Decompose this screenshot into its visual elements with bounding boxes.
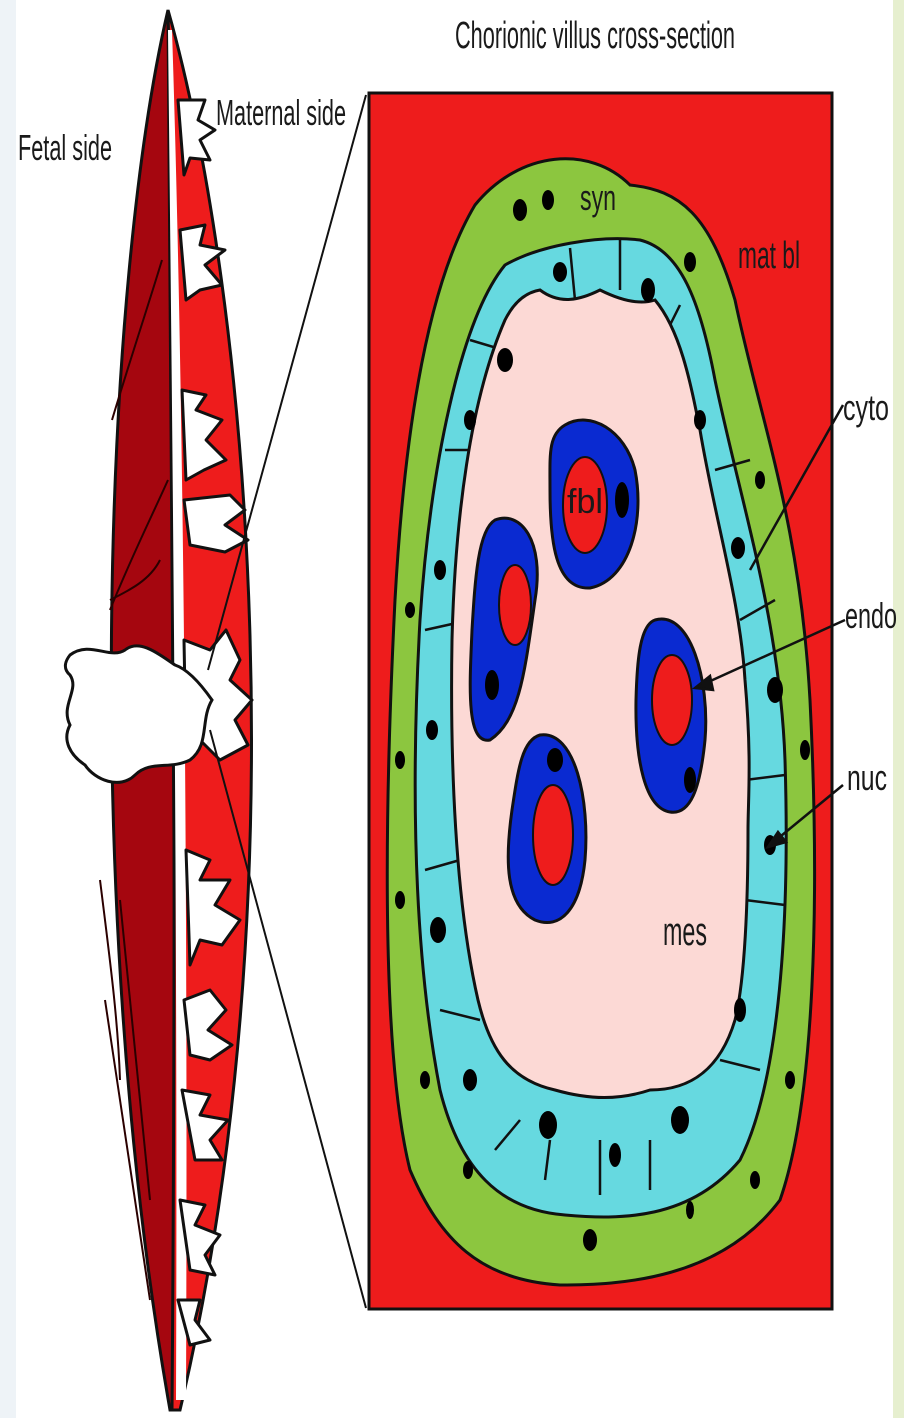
endo-label: endo xyxy=(845,595,897,636)
fetal-side-label: Fetal side xyxy=(18,127,112,168)
syn-label: syn xyxy=(580,177,616,218)
fbl-label: fbl xyxy=(567,483,603,521)
figure-title: Chorionic villus cross-section xyxy=(455,15,735,57)
mat-bl-label: mat bl xyxy=(738,235,800,277)
maternal-side-label: Maternal side xyxy=(216,92,346,133)
capillary-bottom xyxy=(508,735,586,923)
cyto-label: cyto xyxy=(843,387,889,428)
mes-label: mes xyxy=(663,910,707,954)
nuc-label: nuc xyxy=(847,757,887,798)
placenta-disc xyxy=(65,10,252,1410)
